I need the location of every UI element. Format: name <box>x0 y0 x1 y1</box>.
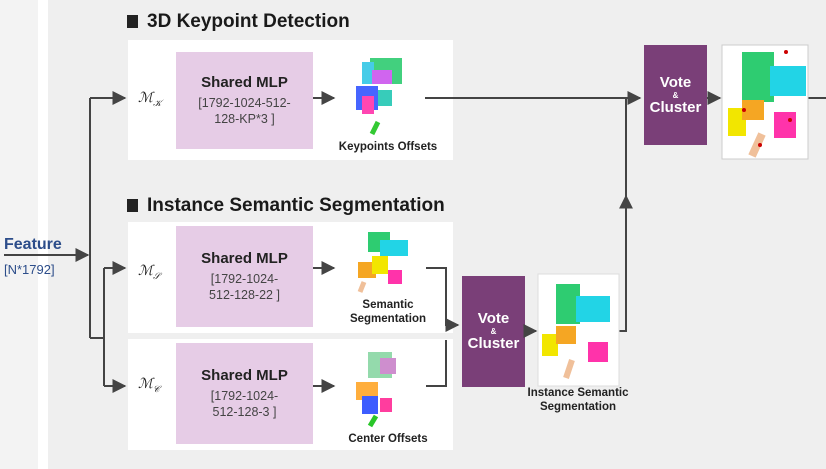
feature-label: Feature <box>4 236 62 253</box>
semantic-to-vote-arrow <box>426 267 460 332</box>
feature-dimension: [N*1792] <box>4 262 55 277</box>
final-cloud <box>728 50 806 158</box>
semantic-shared-mlp: Shared MLP [1792-1024- 512-128-22 ] <box>176 226 313 327</box>
center-shared-mlp: Shared MLP [1792-1024- 512-128-3 ] <box>176 343 313 444</box>
semantic-head-symbol: ℳ𝒮 <box>138 263 160 282</box>
keypoint-cloud <box>356 58 402 136</box>
center-mlp-dims: [1792-1024- 512-128-3 ] <box>210 389 279 419</box>
keypoint-mlp-dims: [1792-1024-512- 128-KP*3 ] <box>198 96 291 126</box>
cluster-label: Cluster <box>649 98 702 116</box>
center-head-symbol: ℳ𝒞 <box>138 376 160 395</box>
segmentation-section-title-text: Instance Semantic Segmentation <box>147 195 445 216</box>
bullet-square-icon <box>127 15 138 28</box>
vote-label: Vote <box>477 310 510 327</box>
left-margin-strip <box>0 0 38 469</box>
keypoints-offsets-caption: Keypoints Offsets <box>338 141 438 153</box>
segmentation-section-title: Instance Semantic Segmentation <box>127 195 445 217</box>
semantic-mlp-dims: [1792-1024- 512-128-22 ] <box>209 272 280 302</box>
cluster-label: Cluster <box>467 335 520 352</box>
ampersand-label: & <box>490 327 497 336</box>
semantic-segmentation-caption: Semantic Segmentation <box>349 299 427 325</box>
instance-segmentation-caption: Instance Semantic Segmentation <box>527 387 629 413</box>
semantic-cloud <box>357 232 408 293</box>
center-mlp-title: Shared MLP <box>201 367 288 384</box>
bottom-vote-cluster-block: Vote & Cluster <box>462 276 525 387</box>
keypoint-head-symbol: ℳ𝒦 <box>138 90 162 109</box>
bullet-square-icon <box>127 199 138 212</box>
center-cloud <box>356 352 396 428</box>
instance-up-arrow <box>619 194 633 332</box>
center-offsets-caption: Center Offsets <box>348 433 428 445</box>
keypoint-section-title: 3D Keypoint Detection <box>127 11 350 33</box>
keypoint-shared-mlp: Shared MLP [1792-1024-512- 128-KP*3 ] <box>176 52 313 149</box>
keypoint-mlp-title: Shared MLP <box>201 74 288 91</box>
ampersand-label: & <box>672 90 679 100</box>
top-vote-cluster-block: Vote & Cluster <box>644 45 707 145</box>
center-to-vote-line <box>426 340 447 387</box>
instance-cloud <box>542 284 610 379</box>
vote-label: Vote <box>659 73 692 91</box>
semantic-mlp-title: Shared MLP <box>201 250 288 267</box>
keypoint-section-title-text: 3D Keypoint Detection <box>147 11 350 32</box>
